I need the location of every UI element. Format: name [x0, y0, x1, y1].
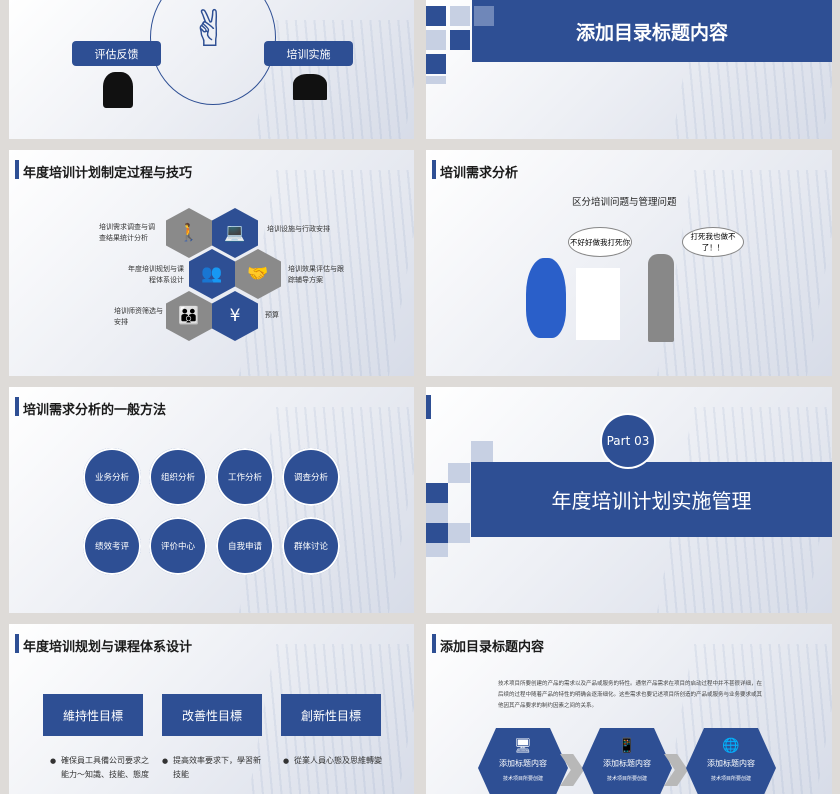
laptop-icon: 💻 — [212, 208, 258, 258]
step-title: 添加标题内容 — [499, 759, 547, 768]
slide-thumbnail-1[interactable]: ✌ 评估反馈 培训实施 — [9, 0, 414, 139]
paper-sign — [576, 268, 620, 340]
goal-box: 維持性目標 — [43, 694, 143, 736]
part-badge: Part 03 — [602, 415, 654, 467]
slide-thumbnail-2[interactable]: 添加目录标题内容 — [426, 0, 832, 139]
victory-hand-icon: ✌ — [189, 0, 231, 58]
method-circle: 群体讨论 — [282, 517, 340, 575]
item-label: 培训设施与行政安排 — [267, 225, 330, 233]
item-label: 培训效果评估与跟踪辅导方案 — [288, 265, 344, 284]
group-silhouette-icon — [293, 74, 327, 100]
slide-title: 培训需求分析的一般方法 — [14, 397, 166, 418]
goal-bullet: 提高效率要求下，學習新技能 — [162, 754, 268, 782]
slide-title: 年度培训规划与课程体系设计 — [14, 634, 192, 655]
goal-bullet: 確保員工具備公司要求之能力～知識、技能、態度 — [50, 754, 156, 782]
method-circle: 工作分析 — [216, 448, 274, 506]
phone-icon: 📱 — [618, 738, 636, 754]
slide-thumbnail-5[interactable]: 培训需求分析的一般方法 业务分析 组织分析 工作分析 调查分析 绩效考评 评价中… — [9, 387, 414, 613]
globe-icon: 🌐 — [722, 738, 740, 754]
section-title: 年度培训计划实施管理 — [471, 462, 832, 537]
goal-box: 創新性目標 — [281, 694, 381, 736]
slide-thumbnail-7[interactable]: 年度培训规划与课程体系设计 維持性目標 改善性目標 創新性目標 確保員工具備公司… — [9, 624, 414, 794]
method-circle: 组织分析 — [149, 448, 207, 506]
duck-character — [526, 258, 566, 338]
method-circle: 绩效考评 — [83, 517, 141, 575]
slide-thumbnail-8[interactable]: 添加目录标题内容 技术项目所要创建的产品的需求以及产品或服务的特性。通常产品需求… — [426, 624, 832, 794]
label-implementation: 培训实施 — [264, 41, 353, 66]
slide-title: 年度培训计划制定过程与技巧 — [14, 160, 192, 181]
step-text: 技术项目所要创建 — [502, 776, 543, 782]
meeting-icon: 🤝 — [235, 249, 281, 299]
step-text: 技术项目所要创建 — [710, 776, 751, 782]
slide-title: 培训需求分析 — [431, 160, 518, 181]
step-title: 添加标题内容 — [603, 759, 651, 768]
slide-thumbnail-3[interactable]: 年度培训计划制定过程与技巧 🚶 💻 👥 🤝 👪 ¥ 培训需求调查与调查结果统计分… — [9, 150, 414, 376]
team-icon: 👪 — [166, 291, 212, 341]
body-text: 技术项目所要创建的产品的需求以及产品或服务的特性。通常产品需求在项目的启动过程中… — [498, 681, 763, 709]
presentation-icon: 👥 — [189, 249, 235, 299]
slide-subtitle: 区分培训问题与管理问题 — [572, 197, 677, 208]
speech-bubble-left: 不好好做我打死你 — [568, 227, 632, 257]
goal-box: 改善性目標 — [162, 694, 262, 736]
yen-icon: ¥ — [212, 291, 258, 341]
item-label: 培训需求调查与调查结果统计分析 — [99, 223, 155, 242]
speech-bubble-right: 打死我也做不了！！ — [682, 227, 744, 257]
people-silhouette-icon — [103, 72, 133, 108]
person-icon: 🚶 — [166, 208, 212, 258]
method-circle: 自我申请 — [216, 517, 274, 575]
businessman-character — [648, 254, 674, 342]
slide-title: 添加目录标题内容 — [431, 634, 544, 655]
item-label: 培训师资筛选与安排 — [114, 307, 163, 326]
method-circle: 评价中心 — [149, 517, 207, 575]
slide-thumbnail-6[interactable]: Part 03 年度培训计划实施管理 — [426, 387, 832, 613]
step-title: 添加标题内容 — [707, 759, 755, 768]
slide-thumbnail-4[interactable]: 培训需求分析 区分培训问题与管理问题 不好好做我打死你 打死我也做不了！！ — [426, 150, 832, 376]
method-circle: 业务分析 — [83, 448, 141, 506]
label-evaluation: 评估反馈 — [72, 41, 161, 66]
item-label: 年度培训规划与课程体系设计 — [128, 265, 184, 284]
monitor-icon: 🖥 — [514, 738, 532, 754]
banner-title: 添加目录标题内容 — [472, 0, 832, 62]
item-label: 预算 — [265, 311, 279, 319]
step-text: 技术项目所要创建 — [606, 776, 647, 782]
method-circle: 调查分析 — [282, 448, 340, 506]
goal-bullet: 從業人員心態及思維轉變 — [283, 754, 389, 768]
